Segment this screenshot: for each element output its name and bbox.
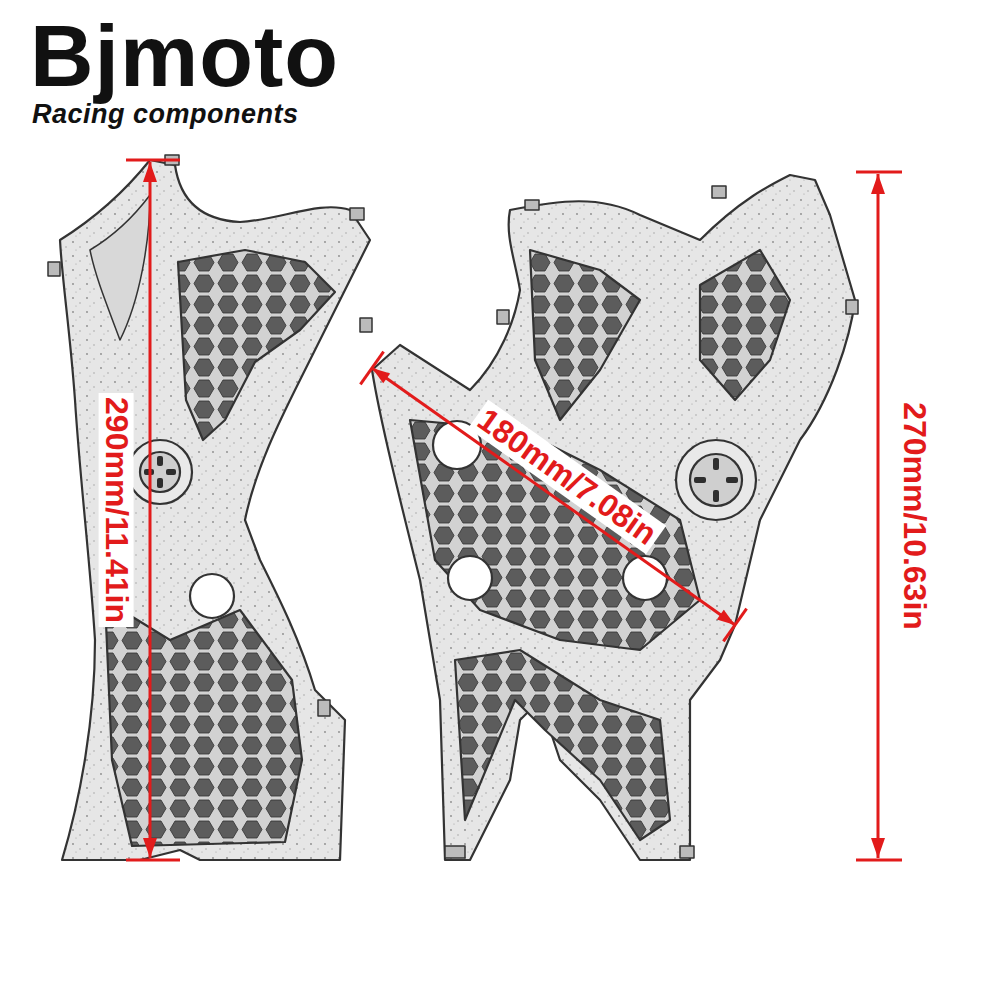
dimension-lines (126, 160, 902, 860)
dimension-tick (126, 859, 180, 862)
right-frame-cover (372, 175, 858, 860)
arrowhead (372, 368, 390, 383)
dimension-label: 290mm/11.41in (98, 393, 133, 627)
arrowhead (871, 174, 885, 194)
dimension-line (372, 368, 735, 625)
brand-logo: Bjmoto (30, 8, 339, 105)
left-frame-cover (48, 155, 372, 860)
dimension-tick (856, 859, 902, 862)
dimension-tick (856, 171, 902, 174)
brand-tagline: Racing components (32, 100, 299, 130)
arrowhead (871, 838, 885, 858)
dimension-tick (126, 159, 180, 162)
arrowhead (143, 162, 157, 182)
arrowhead (717, 610, 735, 625)
arrowhead (143, 838, 157, 858)
dimension-line (877, 174, 880, 858)
dimension-line (149, 162, 152, 858)
dimension-label: 270mm/10.63in (896, 398, 931, 634)
